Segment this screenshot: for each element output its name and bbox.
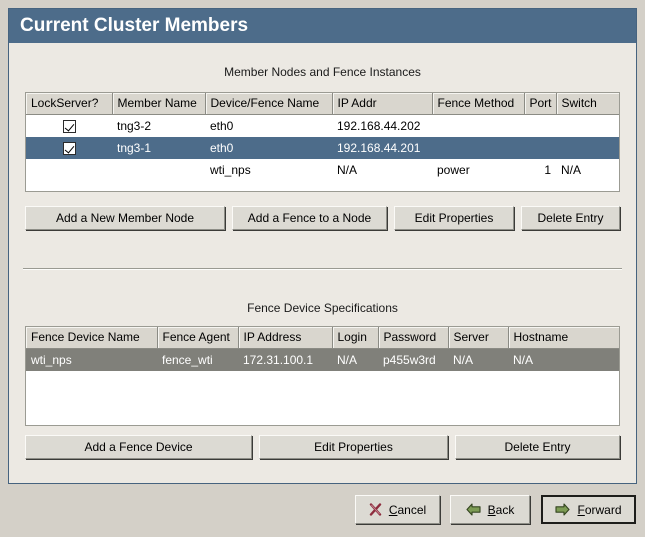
switch-cell: N/A [556,159,620,181]
back-suffix: ack [496,503,515,517]
fence-password-cell: p455w3rd [378,349,448,371]
back-button-label: Back [488,503,515,517]
fence-col-agent[interactable]: Fence Agent [157,327,238,349]
members-section-caption: Member Nodes and Fence Instances [9,65,636,79]
fence-devices-table[interactable]: Fence Device Name Fence Agent IP Address… [25,326,620,426]
ip-addr-cell: 192.168.44.201 [332,137,432,159]
members-table[interactable]: LockServer? Member Name Device/Fence Nam… [25,92,620,192]
ip-addr-cell: 192.168.44.202 [332,115,432,137]
switch-cell [556,115,620,137]
member-name-cell: tng3-1 [112,137,205,159]
fence-header-row: Fence Device Name Fence Agent IP Address… [26,327,620,349]
members-grid: LockServer? Member Name Device/Fence Nam… [26,93,620,181]
fence-hostname-cell: N/A [508,349,620,371]
lockserver-cell[interactable] [26,115,112,137]
arrow-right-icon [555,503,570,516]
fence-login-cell: N/A [332,349,378,371]
dialog-panel: Current Cluster Members Member Nodes and… [8,8,637,484]
edit-member-properties-button[interactable]: Edit Properties [394,206,514,230]
forward-button[interactable]: Forward [541,495,636,524]
forward-button-label: Forward [577,503,621,517]
table-row[interactable]: tng3-2 eth0 192.168.44.202 [26,115,620,137]
device-fence-name-cell: eth0 [205,115,332,137]
fence-method-cell: power [432,159,524,181]
device-fence-name-cell: eth0 [205,137,332,159]
table-row[interactable]: wti_nps fence_wti 172.31.100.1 N/A p455w… [26,349,620,371]
fence-ip-address-cell: 172.31.100.1 [238,349,332,371]
footer-bar: Cancel Back Forward [0,486,645,537]
ip-addr-cell: N/A [332,159,432,181]
title-bar: Current Cluster Members [9,9,636,43]
members-col-port[interactable]: Port [524,93,556,115]
members-header-row: LockServer? Member Name Device/Fence Nam… [26,93,620,115]
add-new-member-node-button[interactable]: Add a New Member Node [25,206,225,230]
lockserver-checkbox[interactable] [63,120,76,133]
cancel-button-label: Cancel [389,503,426,517]
members-col-fence-method[interactable]: Fence Method [432,93,524,115]
page-title: Current Cluster Members [20,15,248,37]
fence-devices-grid: Fence Device Name Fence Agent IP Address… [26,327,620,371]
add-fence-device-button[interactable]: Add a Fence Device [25,435,252,459]
section-divider [23,268,622,270]
fence-method-cell [432,115,524,137]
lockserver-cell [26,159,112,181]
forward-suffix: orward [585,503,622,517]
members-col-member-name[interactable]: Member Name [112,93,205,115]
members-col-switch[interactable]: Switch [556,93,620,115]
back-mnemonic: B [488,503,496,517]
fence-col-hostname[interactable]: Hostname [508,327,620,349]
members-col-lockserver[interactable]: LockServer? [26,93,112,115]
fence-section-caption: Fence Device Specifications [9,301,636,315]
fence-server-cell: N/A [448,349,508,371]
dialog-body: Member Nodes and Fence Instances LockSer… [9,43,636,483]
lockserver-cell[interactable] [26,137,112,159]
fence-col-ip-address[interactable]: IP Address [238,327,332,349]
add-fence-to-node-button[interactable]: Add a Fence to a Node [232,206,387,230]
lockserver-checkbox[interactable] [63,142,76,155]
member-name-cell: tng3-2 [112,115,205,137]
table-row[interactable]: wti_nps N/A power 1 N/A [26,159,620,181]
fence-col-password[interactable]: Password [378,327,448,349]
delete-fence-entry-button[interactable]: Delete Entry [455,435,620,459]
fence-agent-cell: fence_wti [157,349,238,371]
edit-fence-properties-button[interactable]: Edit Properties [259,435,448,459]
port-cell [524,115,556,137]
arrow-left-icon [466,503,481,516]
fence-device-name-cell: wti_nps [26,349,157,371]
table-row[interactable]: tng3-1 eth0 192.168.44.201 [26,137,620,159]
members-col-ip-addr[interactable]: IP Addr [332,93,432,115]
back-button[interactable]: Back [450,495,530,524]
delete-member-entry-button[interactable]: Delete Entry [521,206,620,230]
switch-cell [556,137,620,159]
cancel-button[interactable]: Cancel [355,495,440,524]
forward-mnemonic: F [577,503,584,517]
port-cell [524,137,556,159]
fence-method-cell [432,137,524,159]
members-col-device-fence-name[interactable]: Device/Fence Name [205,93,332,115]
port-cell: 1 [524,159,556,181]
member-name-cell [112,159,205,181]
fence-col-device-name[interactable]: Fence Device Name [26,327,157,349]
cancel-suffix: ancel [397,503,426,517]
fence-col-server[interactable]: Server [448,327,508,349]
device-fence-name-cell: wti_nps [205,159,332,181]
fence-col-login[interactable]: Login [332,327,378,349]
cancel-x-icon [369,503,382,516]
